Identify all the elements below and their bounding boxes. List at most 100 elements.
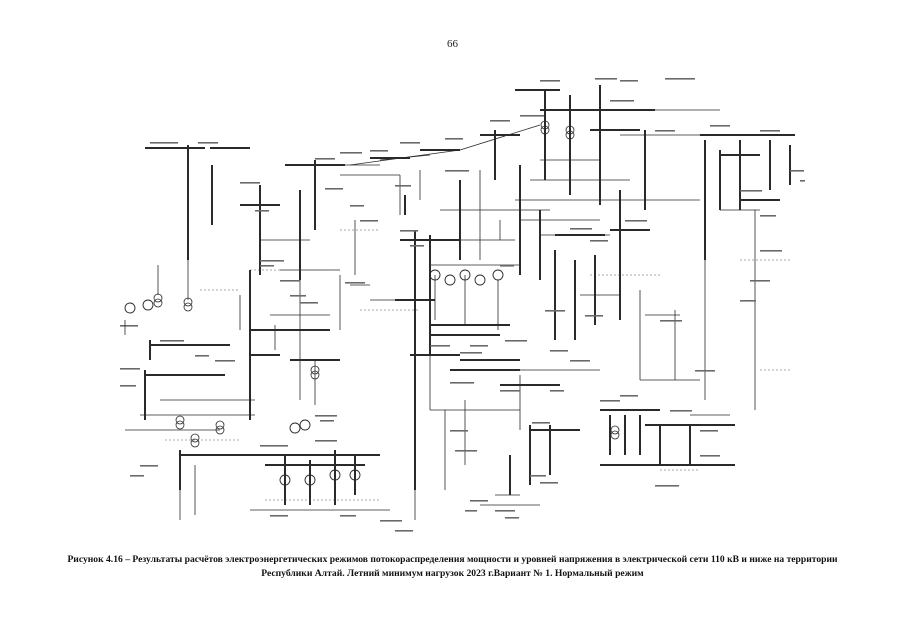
busbar — [549, 425, 551, 475]
label-mark — [198, 142, 218, 144]
busbar — [414, 230, 416, 490]
label-mark — [360, 220, 378, 222]
generator-symbol — [124, 302, 136, 314]
generator-symbol — [299, 419, 311, 431]
label-mark — [700, 455, 720, 457]
label-mark — [260, 260, 284, 262]
label-mark — [410, 245, 424, 247]
generator-symbol — [349, 469, 361, 481]
label-mark — [800, 180, 810, 182]
label-mark — [325, 188, 343, 190]
label-mark — [345, 282, 365, 284]
busbar — [420, 149, 460, 151]
busbar — [494, 130, 496, 180]
label-mark — [760, 215, 776, 217]
label-mark — [600, 400, 620, 402]
label-mark — [710, 125, 730, 127]
network-schematic-svg — [120, 78, 810, 532]
label-mark — [655, 130, 675, 132]
label-mark — [340, 152, 362, 154]
label-mark — [240, 182, 260, 184]
busbar — [530, 429, 580, 431]
label-mark — [395, 530, 413, 532]
busbar — [149, 340, 151, 360]
busbar — [429, 235, 431, 355]
label-mark — [290, 295, 306, 297]
label-mark — [670, 410, 692, 412]
label-mark — [665, 78, 695, 80]
label-mark — [530, 475, 546, 477]
label-mark — [695, 370, 715, 372]
label-mark — [660, 320, 682, 322]
label-mark — [255, 210, 269, 212]
label-mark — [750, 280, 770, 282]
generator-symbol — [329, 469, 341, 481]
label-mark — [370, 150, 388, 152]
busbar — [590, 129, 640, 131]
power-line — [459, 124, 541, 151]
busbar — [509, 455, 511, 495]
busbar — [370, 157, 410, 159]
label-mark — [540, 80, 560, 82]
generator-symbol — [444, 274, 456, 286]
busbar — [609, 415, 611, 455]
busbar — [539, 210, 541, 280]
generator-symbol — [289, 422, 301, 434]
busbar — [610, 229, 650, 231]
label-mark — [500, 265, 514, 267]
busbar — [180, 454, 270, 456]
label-mark — [380, 520, 402, 522]
label-mark — [585, 315, 603, 317]
label-mark — [655, 485, 679, 487]
transformer-winding — [183, 302, 193, 312]
label-mark — [550, 350, 568, 352]
label-mark — [570, 228, 592, 230]
label-mark — [500, 390, 520, 392]
busbar — [639, 415, 641, 455]
label-mark — [570, 360, 590, 362]
label-mark — [400, 230, 418, 232]
busbar — [500, 384, 560, 386]
busbar — [739, 140, 741, 210]
busbar — [659, 425, 661, 465]
busbar — [544, 90, 546, 180]
label-mark — [620, 395, 638, 397]
busbar — [719, 150, 721, 210]
transformer-winding — [175, 415, 185, 425]
label-mark — [470, 345, 488, 347]
label-mark — [532, 422, 550, 424]
label-mark — [315, 415, 337, 417]
generator-symbol — [142, 299, 154, 311]
busbar — [259, 185, 261, 275]
transformer-winding — [310, 370, 320, 380]
busbar — [145, 374, 225, 376]
label-mark — [490, 120, 510, 122]
transformer-winding — [153, 293, 163, 303]
label-mark — [150, 142, 178, 144]
busbar — [150, 344, 230, 346]
label-mark — [740, 300, 756, 302]
busbar — [410, 354, 460, 356]
busbar — [554, 250, 556, 340]
label-mark — [460, 352, 482, 354]
label-mark — [270, 515, 288, 517]
label-mark — [700, 430, 718, 432]
transformer-winding — [565, 125, 575, 135]
label-mark — [540, 482, 558, 484]
label-mark — [280, 280, 300, 282]
label-mark — [400, 142, 420, 144]
label-mark — [320, 420, 334, 422]
busbar — [240, 204, 280, 206]
busbar — [459, 180, 461, 260]
label-mark — [140, 465, 158, 467]
busbar — [704, 140, 706, 260]
label-mark — [455, 450, 477, 452]
power-line — [349, 149, 461, 166]
busbar — [740, 199, 780, 201]
busbar — [460, 359, 520, 361]
power-network-diagram — [100, 70, 810, 540]
transformer-winding — [153, 298, 163, 308]
busbar — [569, 95, 571, 195]
busbar — [619, 190, 621, 320]
label-mark — [160, 340, 184, 342]
